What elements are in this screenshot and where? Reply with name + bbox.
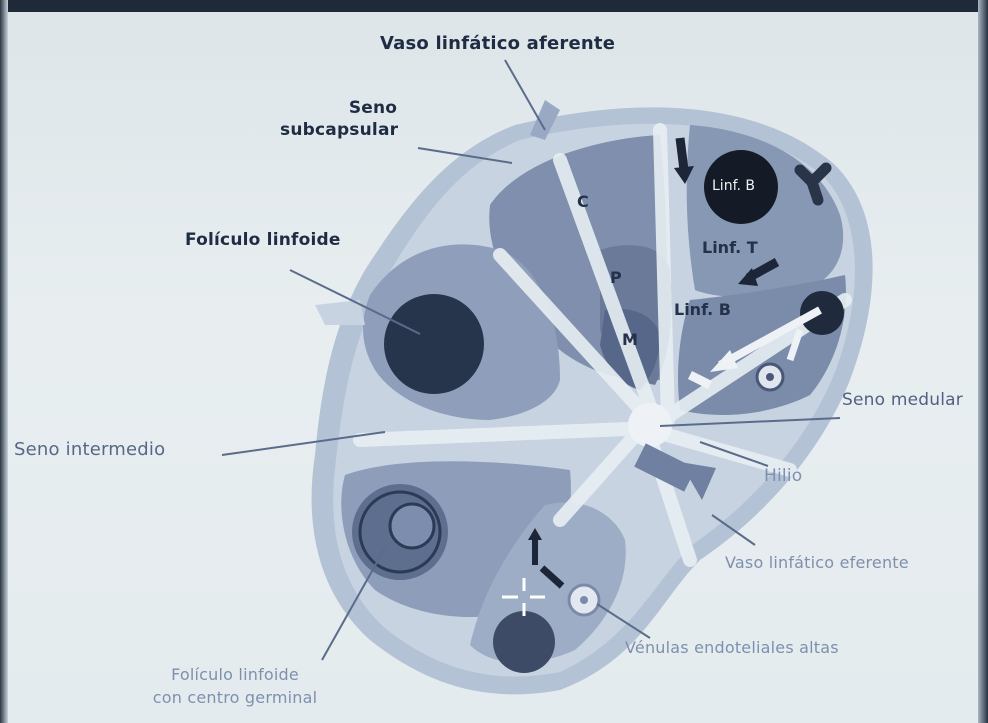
label-foliculo-germinal-line1: Folículo linfoide xyxy=(125,667,345,684)
label-foliculo-germinal-line2: con centro germinal xyxy=(115,690,355,707)
label-venulas: Vénulas endoteliales altas xyxy=(625,640,839,657)
region-cortex-label: C xyxy=(577,192,589,211)
label-hilio: Hilio xyxy=(764,468,802,486)
label-foliculo-linfoide: Folículo linfoide xyxy=(185,232,341,250)
germinal-center xyxy=(390,504,434,548)
monitor-bezel-right xyxy=(978,0,988,723)
label-seno-intermedio: Seno intermedio xyxy=(14,441,165,460)
leader-vaso-aferente xyxy=(505,60,545,130)
venule-cell xyxy=(493,611,555,673)
region-paracortex-label: P xyxy=(610,268,622,287)
label-vaso-aferente: Vaso linfático aferente xyxy=(380,35,615,54)
region-linf-b-top-label: Linf. B xyxy=(712,178,755,194)
lymphoid-follicle xyxy=(384,294,484,394)
monitor-bezel-left xyxy=(0,0,8,723)
label-vaso-eferente: Vaso linfático eferente xyxy=(725,555,909,572)
label-seno-subcapsular-line1: Seno xyxy=(318,100,428,118)
region-linf-b-mid-label: Linf. B xyxy=(674,300,731,319)
monitor-bezel-top xyxy=(0,0,988,12)
label-seno-subcapsular-line2: subcapsular xyxy=(280,122,398,140)
arrow-down-afferent xyxy=(680,138,684,170)
region-linf-t-label: Linf. T xyxy=(702,238,758,257)
label-seno-medular: Seno medular xyxy=(842,392,963,410)
region-medulla-label: M xyxy=(622,330,638,349)
